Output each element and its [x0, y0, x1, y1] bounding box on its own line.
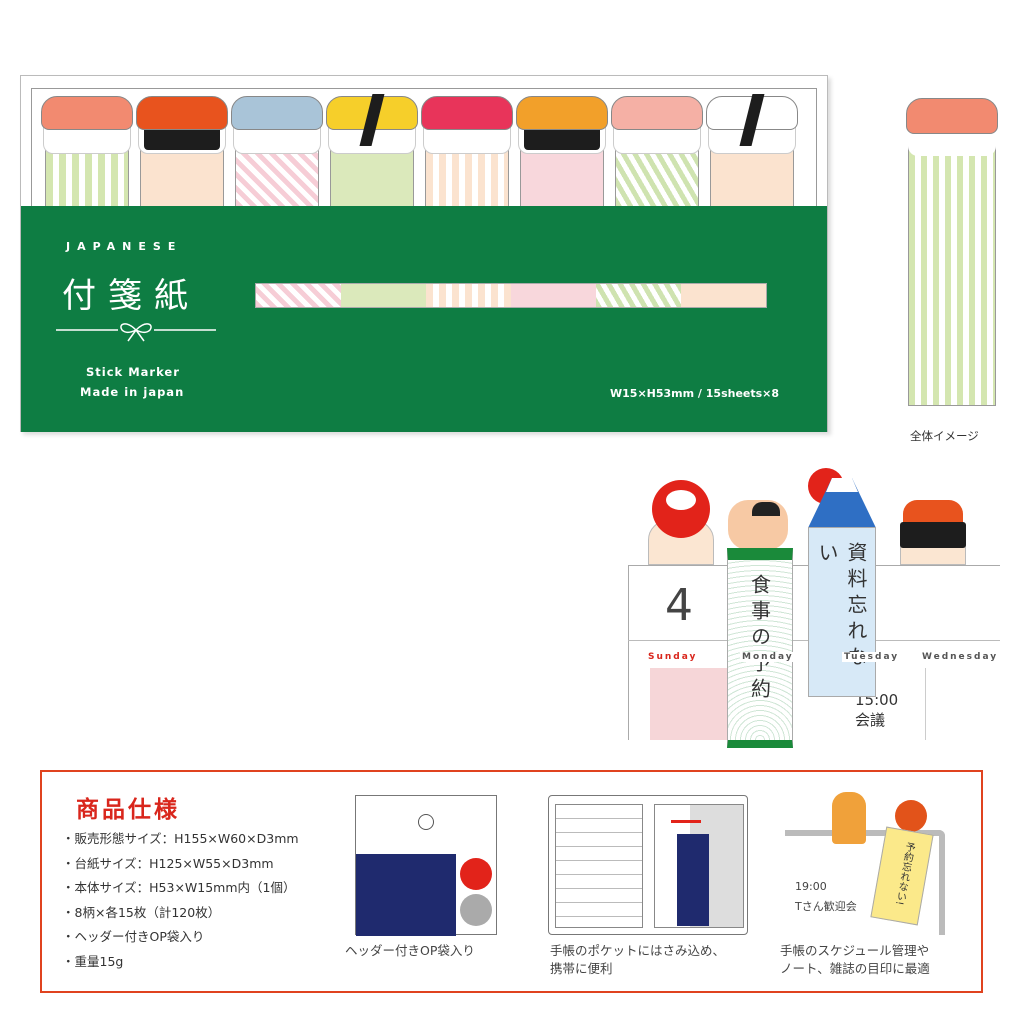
calendar-date: 4	[665, 580, 693, 631]
caption-line: 手帳のポケットにはさみ込め、	[550, 943, 726, 958]
sushi-topping	[516, 96, 608, 130]
spec-item: 販売形態サイズ：H155×W60×D3mm	[62, 827, 299, 852]
single-tab-image	[906, 98, 998, 406]
spec-item: 台紙サイズ：H125×W55×D3mm	[62, 852, 299, 877]
sushi-topping	[136, 96, 228, 130]
owl-tab-text: 予約忘れない!	[893, 840, 915, 906]
made-in-label: Made in japan	[80, 385, 185, 399]
strip-segment	[681, 284, 766, 307]
strip-segment	[341, 284, 426, 307]
strip-segment	[426, 284, 511, 307]
sushi-tab	[326, 94, 418, 206]
caption-schedule: 手帳のスケジュール管理や ノート、雑誌の目印に最適	[780, 942, 930, 978]
package-subtitle: JAPANESE	[66, 240, 183, 253]
day-sunday: Sunday	[648, 652, 698, 662]
notebook-illustration	[548, 795, 748, 935]
sushi-tab	[706, 94, 798, 206]
package-title: 付箋紙	[62, 276, 200, 316]
pink-note	[650, 668, 738, 740]
sushi-topping	[611, 96, 703, 130]
sushi-tab	[231, 94, 323, 206]
strip-segment	[256, 284, 341, 307]
tab-pattern-strip	[255, 283, 767, 308]
notebook-page	[555, 804, 643, 928]
sushi-topping	[231, 96, 323, 130]
packaged-bag-illustration	[355, 795, 497, 936]
stick-marker-label: Stick Marker	[86, 365, 180, 379]
sushi-tab	[136, 94, 228, 206]
spec-item: ヘッダー付きOP袋入り	[62, 925, 299, 950]
caption-line: ノート、雑誌の目印に最適	[780, 961, 930, 976]
sushi-topping	[421, 96, 513, 130]
sushi-tab	[41, 94, 133, 206]
schedule-event: Tさん歓迎会	[795, 900, 857, 913]
sushi-tab	[611, 94, 703, 206]
spec-list: 販売形態サイズ：H155×W60×D3mm 台紙サイズ：H125×W55×D3m…	[62, 827, 299, 974]
hang-hole-icon	[418, 814, 434, 830]
spec-item: 本体サイズ：H53×W15mm内（1個）	[62, 876, 299, 901]
shiba-dog-icon	[832, 792, 866, 844]
fuji-tab-text: 資料忘れない	[815, 542, 868, 672]
fuji-sticky-tab: 資料忘れない	[808, 527, 876, 697]
product-package	[20, 75, 828, 432]
daruma-icon	[460, 858, 492, 890]
spec-item: 重量15g	[62, 950, 299, 975]
owl-icon	[895, 800, 927, 832]
caption-notebook: 手帳のポケットにはさみ込め、 携帯に便利	[550, 942, 725, 978]
day-wednesday: Wednesday	[922, 652, 999, 662]
header-card	[356, 854, 456, 936]
sumo-tab-text: 食事の予約	[747, 574, 772, 704]
daruma-icon	[652, 480, 710, 538]
sushi-tab	[421, 94, 513, 206]
tab-base	[908, 138, 996, 406]
sushi-tab	[516, 94, 608, 206]
package-size: W15×H53mm / 15sheets×8	[610, 387, 780, 400]
owl-icon	[460, 894, 492, 926]
schedule-time: 19:00	[795, 880, 827, 893]
sumo-wrestler-icon	[728, 500, 788, 550]
meeting-label: 会議	[855, 711, 886, 729]
strip-segment	[596, 284, 681, 307]
package-tagline: Stick Marker Made in japan	[80, 362, 184, 402]
product-spec-box	[40, 770, 983, 993]
overall-image-caption: 全体イメージ	[910, 429, 979, 443]
day-monday: Monday	[740, 652, 796, 662]
sushi-topping	[41, 96, 133, 130]
spec-title: 商品仕様	[76, 797, 180, 823]
arrow-right-icon	[671, 820, 701, 823]
divider	[925, 668, 926, 740]
spec-item: 8柄×各15枚（計120枚）	[62, 901, 299, 926]
sumo-sticky-tab: 食事の予約	[727, 548, 793, 748]
package-green-band	[21, 206, 827, 432]
sushi-tabs-window	[31, 88, 817, 208]
caption-line: 手帳のスケジュール管理や	[780, 943, 930, 958]
salmon-topping	[906, 98, 998, 134]
caption-line: 携帯に便利	[550, 961, 613, 976]
sticky-pack	[677, 834, 709, 926]
strip-segment	[511, 284, 596, 307]
nori-icon	[900, 522, 966, 548]
mount-fuji-icon	[808, 478, 876, 528]
caption-bag: ヘッダー付きOP袋入り	[345, 943, 475, 958]
day-tuesday: Tuesday	[842, 652, 902, 662]
ribbon-icon	[56, 323, 216, 342]
